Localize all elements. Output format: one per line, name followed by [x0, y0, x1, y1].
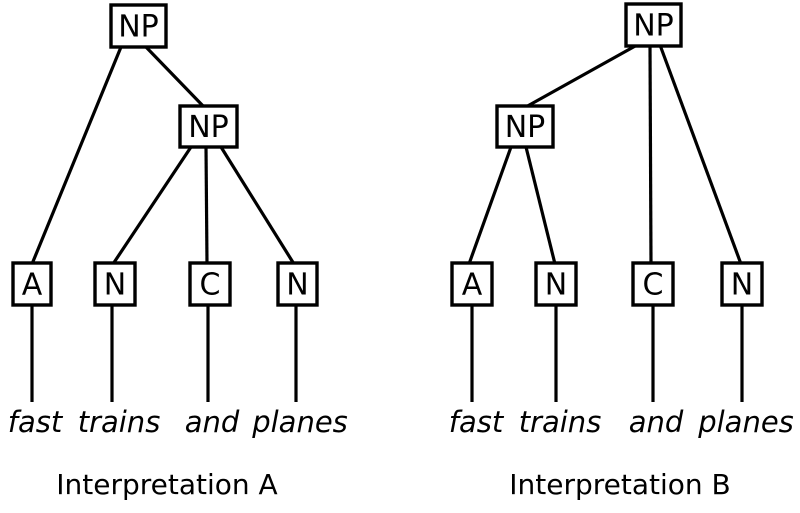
tree-b-leaf-n2-node: N: [720, 261, 764, 307]
tree-b-edge-root-to-n2: [658, 44, 743, 265]
tree-a-edge-inner-to-n1: [111, 146, 193, 265]
tree-a-root-np-node: NP: [109, 3, 168, 49]
tree-b-root-np-node: NP: [624, 2, 683, 48]
tree-b-root-np-box: [624, 2, 683, 48]
tree-b-inner-np-box: [495, 104, 555, 149]
tree-a-edge-root-to-a: [30, 46, 123, 265]
tree-b-word-trains: trains: [519, 405, 602, 439]
tree-a-leaf-a-box: [11, 261, 53, 307]
tree-b-caption: Interpretation B: [509, 468, 731, 501]
tree-b-edge-root-to-inner: [523, 43, 638, 110]
tree-b-leaf-c-box: [631, 261, 675, 307]
tree-b-inner-np-node: NP: [495, 104, 555, 149]
tree-a-caption: Interpretation A: [56, 468, 277, 501]
tree-b-leaf-n1-box: [534, 261, 578, 307]
tree-a-inner-np-label: NP: [188, 110, 229, 145]
tree-a-root-np-label: NP: [118, 10, 159, 45]
tree-a-inner-np-node: NP: [178, 104, 239, 149]
tree-b: NP NP A N C N fast trains and planes Int: [449, 2, 794, 501]
tree-a-leaf-n1-node: N: [93, 261, 137, 307]
tree-a-word-fast: fast: [8, 405, 64, 439]
tree-b-leaf-a-label: A: [462, 268, 483, 303]
tree-b-word-fast: fast: [449, 405, 505, 439]
tree-b-leaf-a-box: [450, 261, 494, 307]
tree-a-leaf-c-label: C: [200, 268, 221, 303]
tree-b-edge-root-to-c: [648, 44, 653, 265]
tree-b-leaf-c-node: C: [631, 261, 675, 307]
tree-a-leaf-c-node: C: [188, 261, 232, 307]
tree-b-inner-np-label: NP: [505, 110, 546, 145]
tree-a-inner-np-box: [178, 104, 239, 149]
tree-b-edge-inner-to-a: [467, 146, 513, 265]
tree-b-leaf-n1-label: N: [545, 268, 567, 303]
tree-a-leaf-n2-box: [276, 261, 319, 307]
tree-a-leaf-a-node: A: [11, 261, 53, 307]
tree-b-leaf-n1-node: N: [534, 261, 578, 307]
tree-a-leaf-n2-node: N: [276, 261, 319, 307]
tree-a-edge-inner-to-c: [204, 146, 209, 265]
tree-b-root-np-label: NP: [633, 9, 674, 44]
tree-a-root-np-box: [109, 3, 168, 49]
tree-b-word-and: and: [629, 405, 684, 439]
tree-b-leaf-n2-label: N: [731, 268, 753, 303]
tree-b-leaf-a-node: A: [450, 261, 494, 307]
tree-a-leaf-n2-label: N: [286, 268, 308, 303]
tree-a-leaf-a-label: A: [22, 268, 43, 303]
tree-a-leaf-n1-label: N: [104, 268, 126, 303]
tree-a-word-planes: planes: [251, 405, 348, 439]
tree-b-word-planes: planes: [697, 405, 794, 439]
tree-a-word-and: and: [185, 405, 240, 439]
tree-a-leaf-c-box: [188, 261, 232, 307]
tree-a-leaf-n1-box: [93, 261, 137, 307]
tree-a-edge-root-to-inner: [144, 45, 207, 110]
tree-a-edge-inner-to-n2: [219, 146, 296, 265]
tree-b-leaf-c-label: C: [643, 268, 664, 303]
tree-b-leaf-n2-box: [720, 261, 764, 307]
tree-a-word-trains: trains: [78, 405, 161, 439]
tree-a: NP NP A N C N fast trains and planes Int: [8, 3, 348, 501]
tree-b-edge-inner-to-n1: [524, 146, 557, 265]
